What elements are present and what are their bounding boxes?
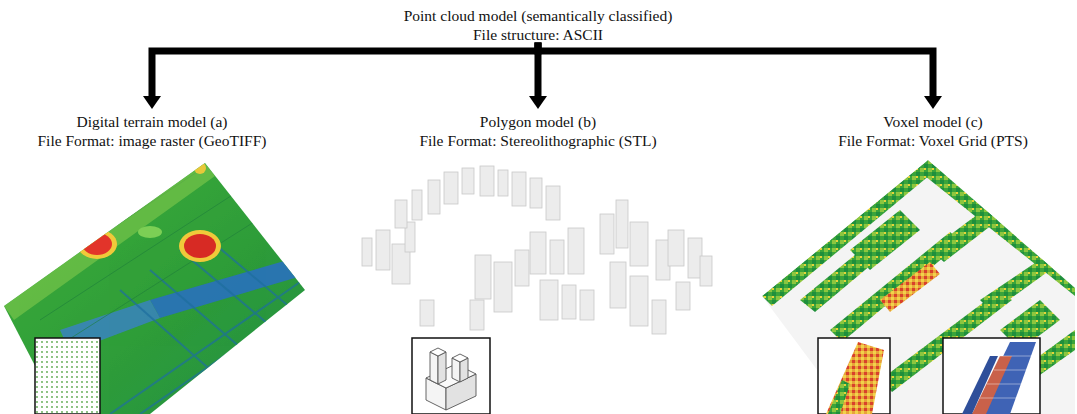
- building: [630, 276, 648, 326]
- voxel-ground: [762, 160, 1075, 414]
- grid-lines: [20, 170, 265, 345]
- building: [376, 230, 390, 270]
- building: [546, 186, 560, 220]
- polygon-inset: [412, 338, 490, 414]
- file-info: File structure: ASCII: [404, 25, 673, 44]
- terrain-detail: [4, 162, 305, 414]
- building: [610, 262, 626, 308]
- model-name: Voxel model (c): [838, 112, 1028, 131]
- building: [676, 282, 690, 310]
- building: [668, 230, 684, 266]
- building: [600, 214, 614, 254]
- file-info: File Format: image raster (GeoTIFF): [37, 131, 266, 150]
- building: [630, 222, 648, 266]
- raster-inset: [35, 338, 100, 414]
- building: [700, 256, 712, 286]
- elevation-blob: [77, 229, 117, 259]
- model-name: Polygon model (b): [419, 112, 656, 131]
- stair-voxels: [962, 342, 1036, 414]
- arrowhead: [143, 96, 161, 109]
- branch-arrow: [143, 46, 538, 109]
- output-label: Polygon model (b)File Format: Stereolith…: [416, 112, 659, 150]
- building: [395, 200, 407, 228]
- building: [412, 190, 422, 220]
- building: [540, 280, 558, 320]
- building: [420, 300, 434, 326]
- building: [530, 232, 546, 274]
- model-name: Point cloud model (semantically classifi…: [404, 6, 673, 25]
- peak: [194, 162, 206, 174]
- building: [568, 228, 584, 274]
- voxel-band: [920, 160, 1075, 296]
- file-info: File Format: Stereolithographic (STL): [419, 131, 656, 150]
- building: [462, 168, 474, 194]
- tree-voxels: [828, 380, 850, 414]
- building: [498, 170, 508, 196]
- building: [444, 172, 458, 204]
- voxel-inset: [943, 338, 1040, 414]
- source-label: Point cloud model (semantically classifi…: [401, 6, 676, 44]
- building: [480, 166, 494, 196]
- output-label: Digital terrain model (a)File Format: im…: [34, 112, 269, 150]
- voxel-inset: [818, 338, 890, 414]
- building: [362, 238, 372, 266]
- output-label: Voxel model (c)File Format: Voxel Grid (…: [835, 112, 1031, 150]
- building: [652, 300, 666, 334]
- voxel-patch: [880, 262, 940, 312]
- voxel-detail: [762, 160, 1075, 414]
- terrain-illustration: [4, 162, 305, 414]
- voxel-illustration: [762, 160, 1075, 414]
- building: [470, 300, 484, 330]
- field-lines: [110, 240, 305, 414]
- elevation-blob: [82, 233, 112, 255]
- building: [580, 290, 594, 320]
- branch-arrow: [538, 46, 942, 109]
- elevation-blob: [184, 234, 216, 258]
- voxel-patch: [850, 210, 920, 270]
- connector-line: [538, 46, 933, 97]
- building: [428, 180, 440, 214]
- arrowhead: [529, 96, 547, 109]
- river: [150, 255, 305, 318]
- building: [562, 285, 576, 319]
- model-name: Digital terrain model (a): [37, 112, 266, 131]
- polygon-illustration: [362, 166, 712, 334]
- building: [550, 240, 564, 274]
- inset-frame: [412, 338, 490, 414]
- branch-arrow: [529, 46, 547, 109]
- terrain-surface: [4, 163, 305, 414]
- building: [515, 250, 529, 286]
- building: [475, 255, 491, 299]
- u-building: [426, 348, 476, 410]
- building: [494, 262, 512, 312]
- voxel-band: [930, 190, 1024, 262]
- building: [530, 178, 542, 208]
- arrowhead: [924, 96, 942, 109]
- elevation-blob: [179, 230, 221, 262]
- building: [512, 172, 526, 206]
- tree-voxels: [826, 342, 884, 414]
- connector-line: [152, 46, 538, 97]
- elevation-blob: [138, 226, 162, 238]
- building: [616, 200, 628, 248]
- file-info: File Format: Voxel Grid (PTS): [838, 131, 1028, 150]
